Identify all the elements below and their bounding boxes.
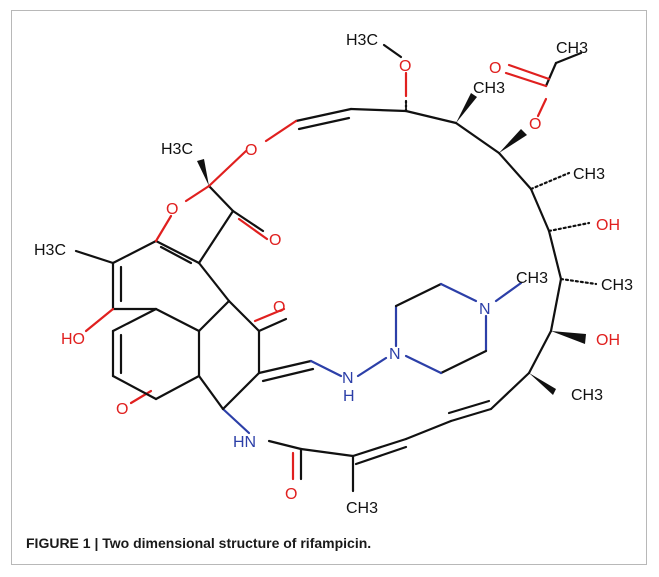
atom-c29-methyl: CH3 xyxy=(571,387,603,404)
figure-frame: H3C O CH3 O O CH3 CH3 OH CH3 CH3 OH CH3 … xyxy=(11,10,647,565)
atom-hydrazone-h: H xyxy=(343,388,355,405)
atom-furanone-oxygen: O xyxy=(269,232,281,249)
atom-piperazine-n1: N xyxy=(389,346,401,363)
atom-furan-oxygen: O xyxy=(166,201,178,218)
atom-label-layer: H3C O CH3 O O CH3 CH3 OH CH3 CH3 OH CH3 … xyxy=(34,32,633,517)
atom-c26-hydroxyl: OH xyxy=(596,217,620,234)
atom-phenol-hydroxyl: HO xyxy=(61,331,85,348)
atom-ansa-oxygen: O xyxy=(245,142,257,159)
bond-layer xyxy=(74,43,598,493)
atom-amide-oxygen: O xyxy=(285,486,297,503)
atom-methoxy-methyl: H3C xyxy=(346,32,378,49)
atom-hydrazone-n: N xyxy=(342,370,354,387)
atom-c28-hydroxyl: OH xyxy=(596,332,620,349)
atom-quinone-oxygen-upper: O xyxy=(273,299,285,316)
atom-aryl-methyl: H3C xyxy=(34,242,66,259)
atom-acetyl-carbonyl-oxygen: O xyxy=(489,60,501,77)
atom-c27-methyl: CH3 xyxy=(601,277,633,294)
atom-piperazine-methyl: CH3 xyxy=(516,270,548,287)
atom-piperazine-n4: N xyxy=(479,301,491,318)
atom-quinone-oxygen-lower: O xyxy=(116,401,128,418)
figure-caption: FIGURE 1 | Two dimensional structure of … xyxy=(26,535,371,551)
figure-label: FIGURE 1 | xyxy=(26,535,99,551)
atom-methoxy-oxygen: O xyxy=(399,58,411,75)
atom-amide-nh: HN xyxy=(233,434,256,451)
atom-c25-methyl: CH3 xyxy=(573,166,605,183)
atom-acetyl-methyl: CH3 xyxy=(556,40,588,57)
atom-vinyl-methyl: CH3 xyxy=(346,500,378,517)
figure-title: Two dimensional structure of rifampicin. xyxy=(102,535,372,551)
atom-c23-methyl: CH3 xyxy=(473,80,505,97)
atom-acetyl-ester-oxygen: O xyxy=(529,116,541,133)
atom-ketal-methyl: H3C xyxy=(161,141,193,158)
rifampicin-structure: H3C O CH3 O O CH3 CH3 OH CH3 CH3 OH CH3 … xyxy=(34,32,633,517)
